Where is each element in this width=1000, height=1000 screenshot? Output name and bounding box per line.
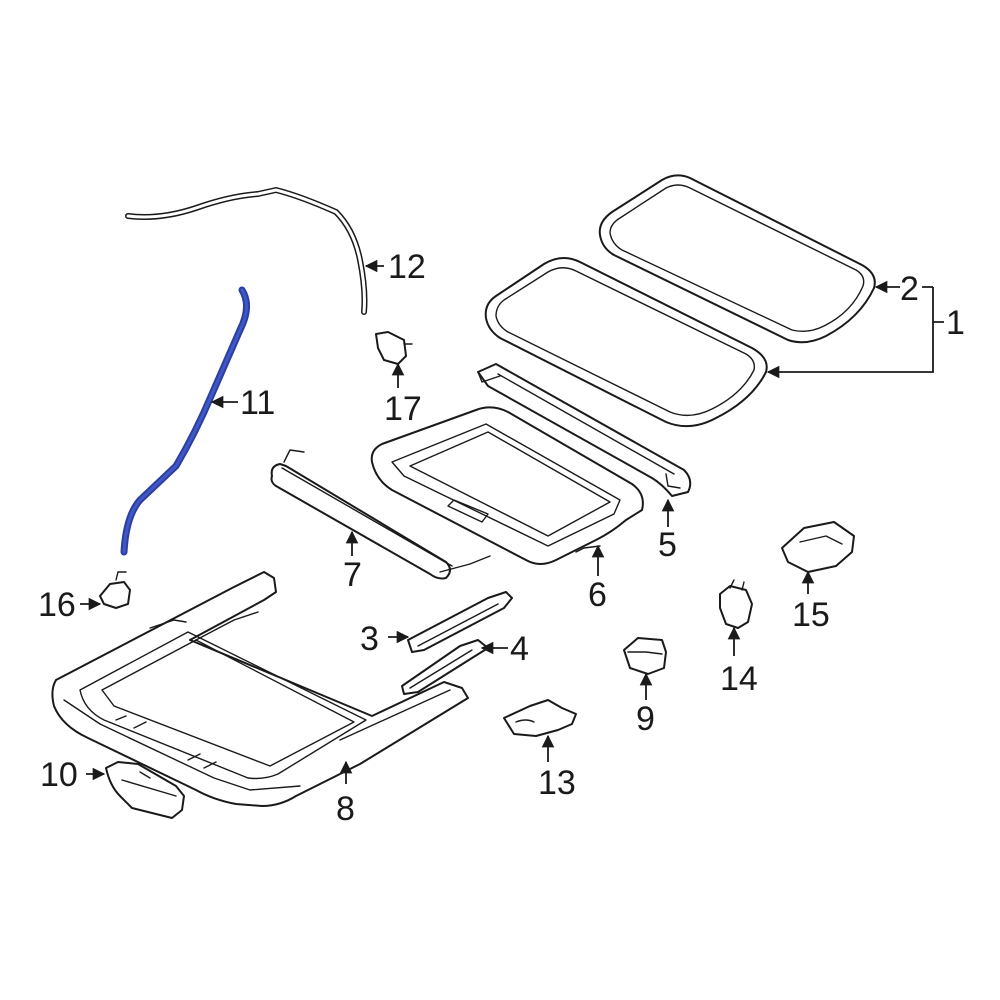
hose-connector-16[interactable]	[99, 571, 131, 609]
callout-2: 2	[900, 270, 919, 308]
rear-glass-panel[interactable]	[598, 174, 876, 344]
sunroof-frame[interactable]	[51, 571, 469, 807]
callout-7: 7	[343, 556, 362, 594]
callout-6: 6	[588, 576, 607, 614]
callout-17: 17	[384, 390, 422, 428]
callout-15: 15	[792, 596, 830, 634]
sunroof-inner-panel[interactable]	[370, 406, 644, 565]
hose-connector-17[interactable]	[375, 331, 413, 365]
front-glass-panel[interactable]	[484, 257, 768, 428]
callout-13: 13	[538, 764, 576, 802]
retaining-clip-14[interactable]	[719, 579, 753, 629]
callout-3: 3	[360, 620, 379, 658]
callout-16: 16	[38, 586, 76, 624]
stopper-block[interactable]	[623, 637, 667, 675]
drive-motor[interactable]	[105, 761, 185, 819]
drain-hose-highlighted[interactable]	[120, 286, 250, 556]
callout-14: 14	[720, 660, 758, 698]
callout-1: 1	[946, 304, 965, 342]
callout-12: 12	[388, 248, 426, 286]
drain-hose[interactable]	[125, 187, 368, 315]
callout-4: 4	[510, 630, 529, 668]
leader-lines	[80, 259, 944, 784]
sunshade-roller[interactable]	[270, 449, 491, 580]
callout-5: 5	[658, 526, 677, 564]
guide-rail-lower[interactable]	[401, 639, 489, 695]
mounting-bracket-13[interactable]	[503, 699, 577, 737]
callout-8: 8	[336, 790, 355, 828]
callout-11: 11	[240, 384, 275, 422]
mounting-bracket-15[interactable]	[781, 521, 855, 573]
callout-labels: 1 2 3 4 5 6 7 8 9 10 11 12 13 14 15 16 1…	[38, 248, 965, 828]
wind-deflector-part[interactable]	[477, 363, 692, 497]
guide-rail-upper[interactable]	[407, 591, 513, 653]
callout-10: 10	[40, 756, 78, 794]
callout-9: 9	[636, 700, 655, 738]
